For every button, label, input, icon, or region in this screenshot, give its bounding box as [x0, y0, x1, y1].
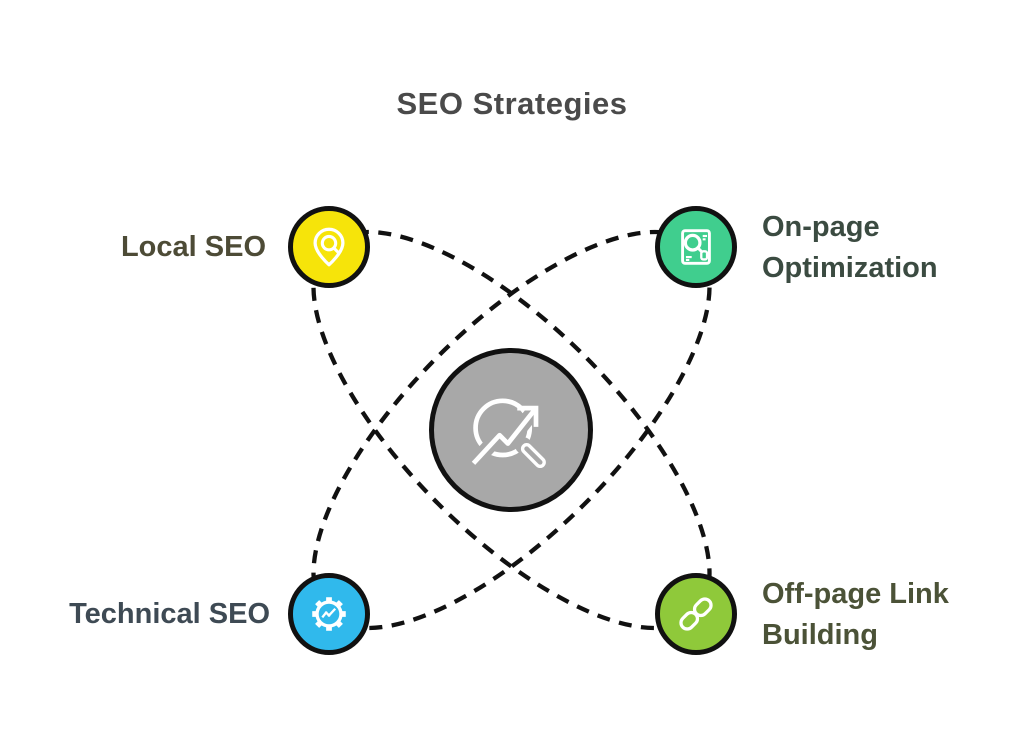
node-local-seo — [288, 206, 370, 288]
label-line: Local SEO — [120, 231, 266, 263]
label-line: Off-page Link — [762, 578, 949, 610]
label-line: Optimization — [762, 252, 938, 284]
page-title: SEO Strategies — [396, 86, 628, 121]
search-trend-icon — [468, 398, 552, 474]
gear-analytics-icon — [312, 597, 346, 631]
node-technical-seo — [288, 573, 370, 655]
center-node — [429, 348, 593, 512]
link-icon — [679, 597, 713, 631]
node-off-page-link-building — [655, 573, 737, 655]
label-line: Technical SEO — [69, 598, 270, 630]
page-search-icon — [681, 229, 711, 265]
label-line: On-page — [762, 211, 880, 243]
label-local-seo: Local SEO — [0, 227, 266, 268]
label-off-page-link-building: Off-page Link Building — [762, 574, 949, 656]
label-technical-seo: Technical SEO — [0, 594, 270, 635]
node-on-page-optimization — [655, 206, 737, 288]
location-search-icon — [313, 227, 345, 267]
label-line: Building — [762, 619, 878, 651]
label-on-page-optimization: On-page Optimization — [762, 207, 938, 289]
